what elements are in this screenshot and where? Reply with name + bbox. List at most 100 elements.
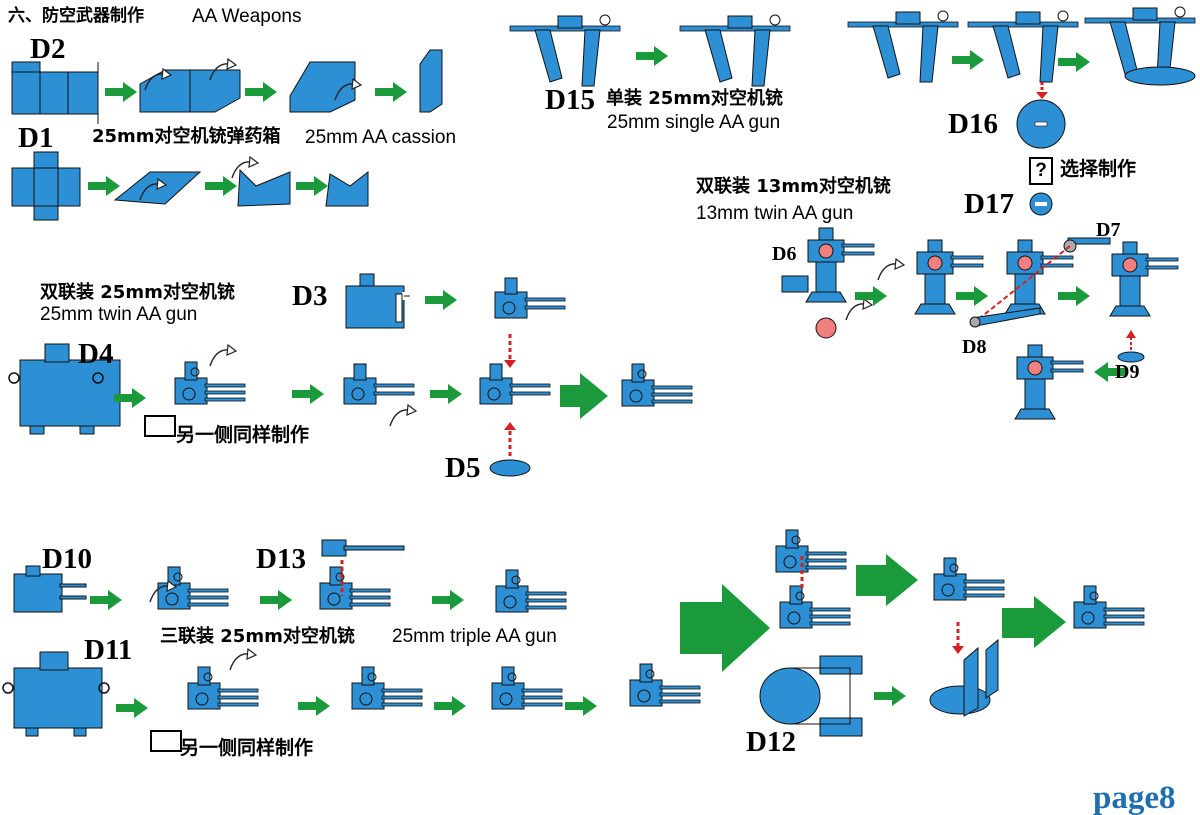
d8-part [969, 307, 1041, 328]
triple-arrow-2 [260, 590, 292, 610]
d15-gun-step-2 [679, 14, 791, 87]
single-gun-zh: 单装 25mm对空机铳 [606, 88, 783, 109]
label-d1: D1 [18, 122, 54, 154]
d1-arrow-2 [205, 176, 237, 196]
d15-gun-finished [1084, 6, 1196, 86]
d5-part [489, 459, 531, 477]
d15-gun-step-3 [847, 10, 959, 83]
d10-sprue [13, 565, 87, 613]
twin13-en: 13mm twin AA gun [696, 203, 854, 224]
section-title-en: AA Weapons [192, 6, 302, 27]
d13mm-arrow-2 [956, 286, 988, 306]
triple25-zh: 三联装 25mm对空机铳 [160, 626, 355, 647]
d11-sprue [2, 651, 110, 737]
d2-box-net [11, 61, 99, 124]
d10-step-3 [319, 566, 391, 610]
section-title-zh: 六、防空武器制作 [8, 6, 144, 26]
twin25-big-arrow [560, 373, 608, 419]
page-number: page8 [1093, 780, 1176, 815]
d7-guide [979, 245, 1071, 319]
d11-step-3 [351, 666, 423, 710]
triple-big-arrow-2 [856, 554, 918, 606]
d11-step-4 [491, 666, 563, 710]
d4-fold-arrow-1 [209, 344, 237, 367]
label-d13: D13 [256, 543, 306, 575]
d13mm-step-2 [914, 239, 984, 315]
d3-sub-assembly [494, 277, 566, 319]
d1-arrow-1 [88, 176, 120, 196]
d2-arrow-1 [105, 82, 137, 102]
d1-fold-2 [231, 156, 291, 207]
label-d9: D9 [1115, 361, 1140, 383]
label-d11: D11 [84, 634, 133, 666]
label-d16: D16 [948, 108, 998, 140]
label-d5: D5 [445, 452, 481, 484]
d11-arrow-4 [565, 696, 597, 716]
d9-part [1117, 330, 1145, 363]
label-d8: D8 [962, 336, 987, 358]
d2-arrow-3 [375, 82, 407, 102]
twin25-arrow-3 [430, 384, 462, 404]
d12-base [929, 638, 999, 717]
label-d4: D4 [78, 338, 114, 370]
d11-step-2 [187, 666, 259, 710]
d13mm-arrow-3 [1058, 286, 1090, 306]
label-d2: D2 [30, 33, 66, 65]
twin25-arrow-2 [292, 384, 324, 404]
label-d12: D12 [746, 726, 796, 758]
d2-arrow-2 [245, 82, 277, 102]
d3-arrow [425, 290, 457, 310]
d15-gun-step-4 [967, 10, 1079, 83]
mirror-flip-icon [150, 730, 182, 752]
d4-fold-arrow-2 [389, 404, 417, 427]
triple25-finished [1073, 585, 1145, 629]
triple-arrow-3 [432, 590, 464, 610]
d15-gun-step-1 [509, 14, 621, 87]
d2-fold-1 [139, 58, 241, 113]
d11-arrow-1 [116, 698, 148, 718]
d16-disc [1016, 99, 1066, 149]
triple-big-arrow-3 [1002, 596, 1066, 648]
d13mm-fold-arrow [877, 258, 905, 281]
d3-sprue [345, 273, 410, 329]
d11-fold-arrow [229, 648, 257, 671]
label-d10: D10 [42, 543, 92, 575]
d1-fold-1 [113, 171, 202, 205]
d11-step-5 [629, 663, 701, 707]
mirror-note-twin: 另一侧同样制作 [176, 424, 310, 446]
d15-arrow-2 [952, 50, 984, 70]
mirror-note-triple: 另一侧同样制作 [180, 737, 314, 759]
d15-arrow-3 [1058, 52, 1090, 72]
d4-step-4 [479, 363, 551, 405]
triple-assembly-3 [933, 557, 1005, 601]
d13mm-finished [1014, 344, 1084, 420]
d15-arrow-1 [636, 46, 668, 66]
cassion-zh: 25mm对空机铳弹药箱 [92, 126, 281, 147]
d6-sprue [781, 227, 875, 339]
triple-big-arrow-1 [680, 584, 770, 672]
twin25-en: 25mm twin AA gun [40, 304, 198, 325]
twin25-finished [621, 363, 693, 407]
d1-cross-net [11, 151, 81, 221]
triple-arrow-1 [90, 590, 122, 610]
d2-box-done [419, 49, 443, 113]
label-d7: D7 [1096, 219, 1121, 241]
label-d15: D15 [545, 84, 595, 116]
d12-part [759, 655, 863, 737]
d4-step-3 [343, 363, 415, 405]
d4-sprue [8, 343, 121, 435]
d13-part [321, 539, 405, 596]
d10-step-4 [495, 569, 567, 613]
cassion-en: 25mm AA cassion [305, 127, 457, 148]
optional-question-icon: ? [1029, 157, 1053, 185]
label-d6: D6 [772, 243, 797, 265]
triple25-en: 25mm triple AA gun [392, 626, 557, 647]
d2-fold-2 [289, 61, 362, 113]
triple-assembly-1 [775, 529, 847, 573]
triple-assembly-2 [779, 585, 851, 629]
d13mm-arrow-1 [855, 286, 887, 306]
d1-arrow-3 [296, 176, 328, 196]
d13mm-step-4 [1109, 241, 1179, 317]
